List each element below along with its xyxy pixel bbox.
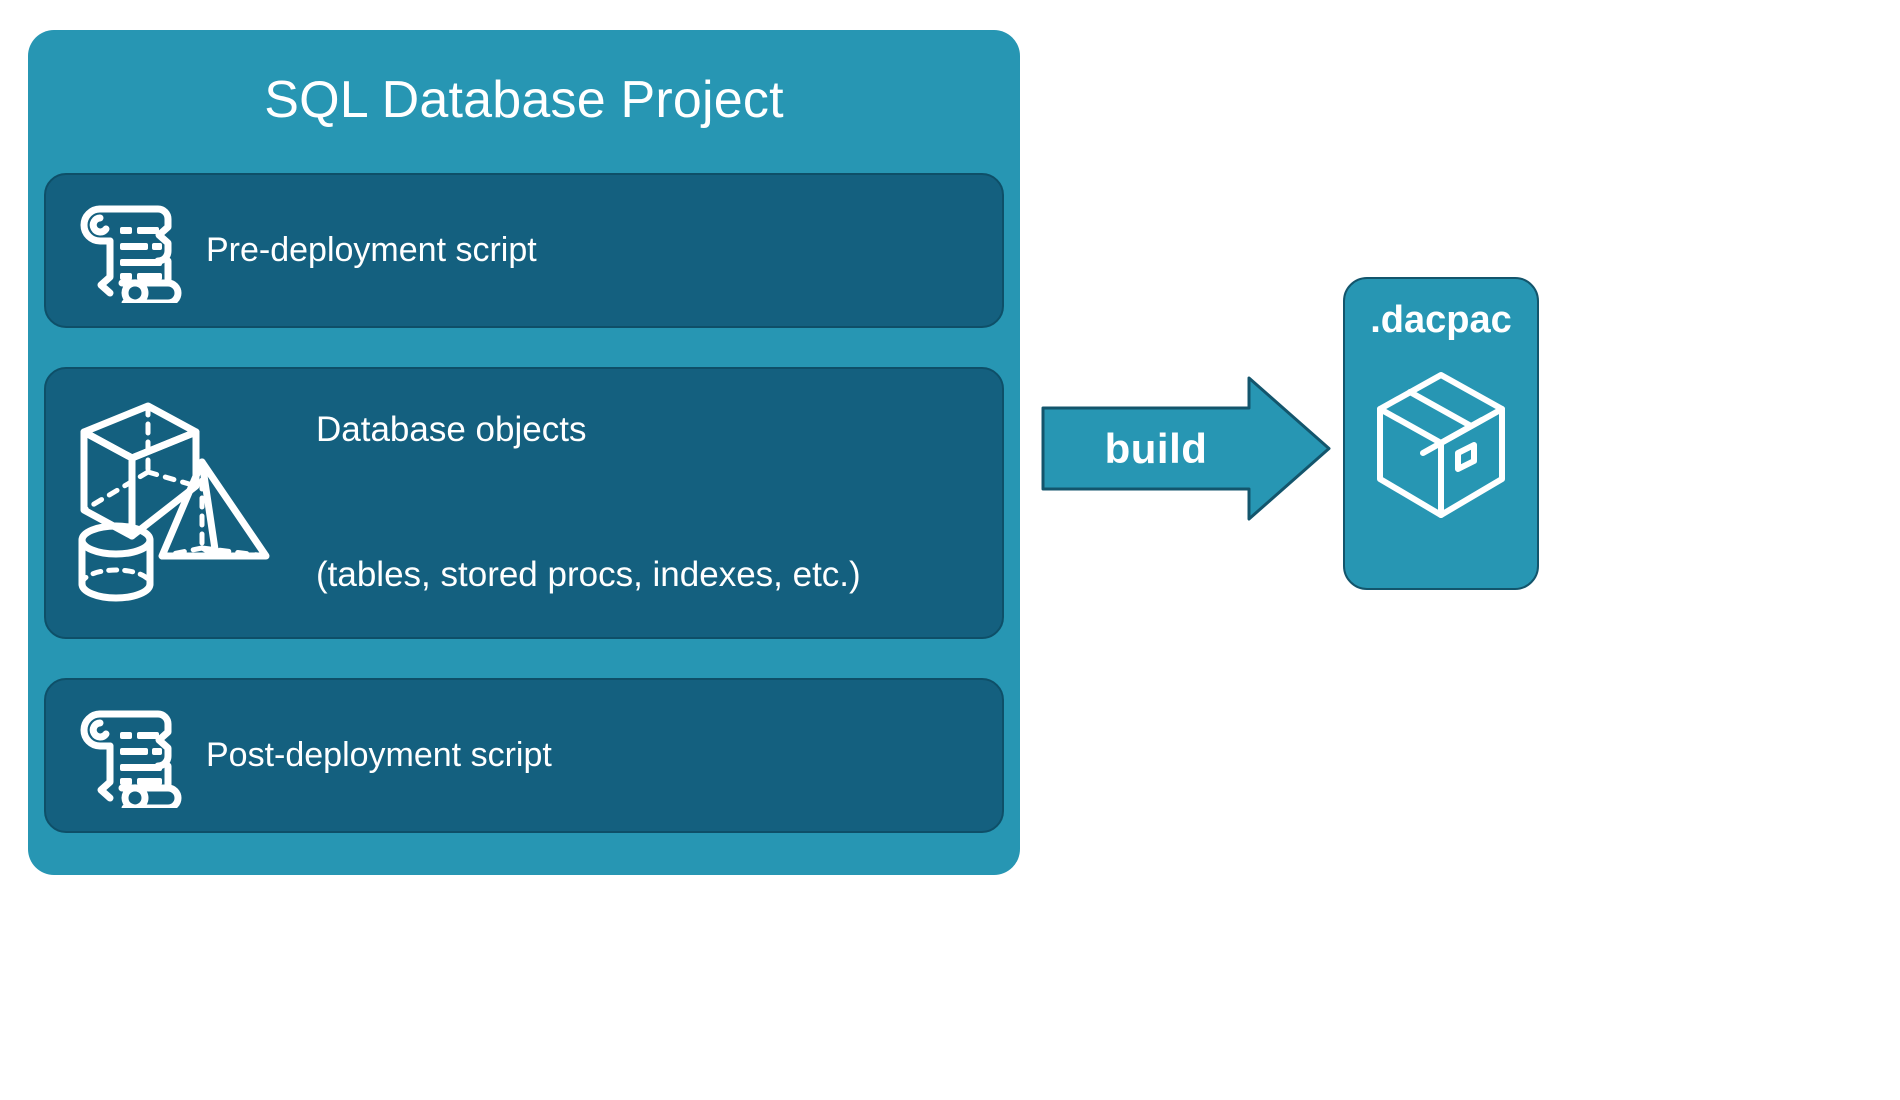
pyramid-icon	[158, 458, 270, 560]
scroll-text-lines	[120, 226, 162, 280]
scroll-icon	[80, 710, 182, 808]
card-post-deployment-script[interactable]: Post-deployment script	[44, 678, 1004, 833]
cylinder-hidden-edge	[79, 567, 153, 587]
arrow-right-icon	[1041, 376, 1331, 521]
sql-database-project-panel: SQL Database Project	[28, 30, 1020, 875]
pyramid-hidden-edges	[159, 459, 269, 559]
card-pre-deployment-script[interactable]: Pre-deployment script	[44, 173, 1004, 328]
dacpac-output-card[interactable]: .dacpac	[1343, 277, 1539, 590]
scroll-icon	[80, 205, 182, 303]
package-box-icon	[1377, 372, 1505, 518]
scroll-icon-wrapper-2	[46, 704, 206, 808]
card-database-objects[interactable]: Database objects (tables, stored procs, …	[44, 367, 1004, 639]
dacpac-title: .dacpac	[1370, 299, 1512, 341]
shapes-icon-wrapper	[46, 388, 316, 618]
scroll-icon-wrapper	[46, 199, 206, 303]
cube-hidden-edges	[81, 403, 199, 513]
cylinder-icon	[78, 522, 154, 602]
page-title: SQL Database Project	[264, 71, 784, 129]
card-label-database-objects-line1: Database objects	[316, 410, 587, 450]
card-label-pre-deployment: Pre-deployment script	[206, 231, 537, 270]
cube-icon	[80, 402, 200, 540]
card-label-database-objects: Database objects (tables, stored procs, …	[316, 310, 861, 696]
card-label-post-deployment: Post-deployment script	[206, 736, 552, 775]
card-label-database-objects-line2: (tables, stored procs, indexes, etc.)	[316, 555, 861, 595]
scroll-text-lines	[120, 731, 162, 785]
shapes-icon	[78, 402, 270, 602]
